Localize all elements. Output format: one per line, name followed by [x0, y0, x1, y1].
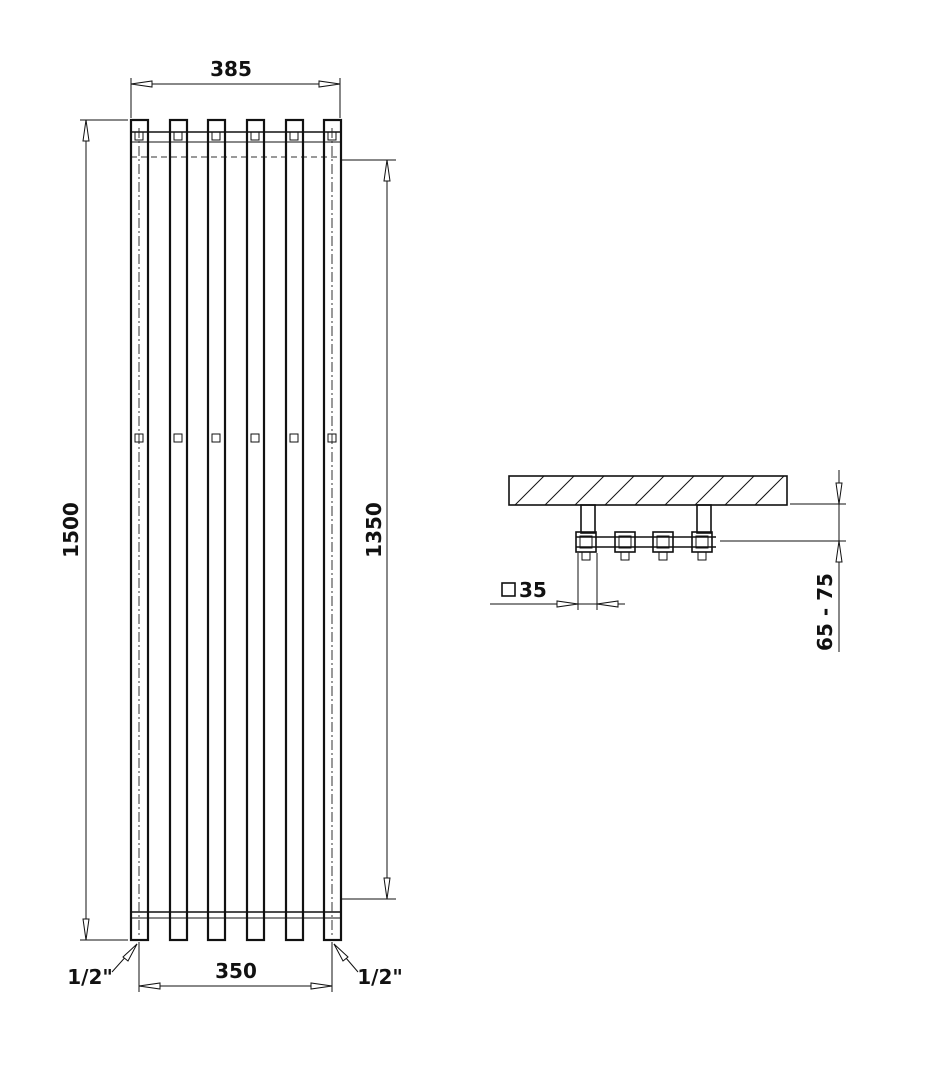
connection-left-label: 1/2"	[67, 965, 113, 989]
dim-350-label: 350	[215, 959, 257, 983]
dim-65-75-label: 65 - 75	[813, 573, 837, 651]
dimension-height-connections: 1350	[342, 159, 396, 900]
front-view: 385 350 1500 1350	[59, 57, 403, 992]
dimension-width-connections: 350	[138, 942, 333, 992]
radiator-tubes	[129, 118, 343, 942]
wall-section	[508, 475, 788, 506]
dim-385-label: 385	[210, 57, 252, 81]
tube-6	[322, 118, 343, 942]
wall-brackets	[580, 504, 712, 534]
tube-3	[206, 118, 227, 942]
dimension-tube-section: 35	[490, 553, 625, 610]
tube-5	[284, 118, 305, 942]
connection-right-leader: 1/2"	[333, 943, 403, 989]
tube-2	[168, 118, 189, 942]
header-pipe	[576, 536, 716, 548]
dimension-wall-distance: 65 - 75	[720, 470, 846, 652]
dimension-width-overall: 385	[130, 57, 341, 118]
header-rails	[131, 131, 340, 919]
connection-left-leader: 1/2"	[67, 943, 138, 989]
dim-35-label: 35	[519, 578, 547, 602]
dimension-height-overall: 1500	[59, 119, 128, 941]
dim-1500-label: 1500	[59, 502, 83, 558]
tube-4	[245, 118, 266, 942]
side-view: 35 65 - 75	[490, 470, 846, 652]
connection-right-label: 1/2"	[357, 965, 403, 989]
dim-1350-label: 1350	[362, 502, 386, 558]
tube-sections	[575, 531, 713, 561]
tube-1	[129, 118, 150, 942]
